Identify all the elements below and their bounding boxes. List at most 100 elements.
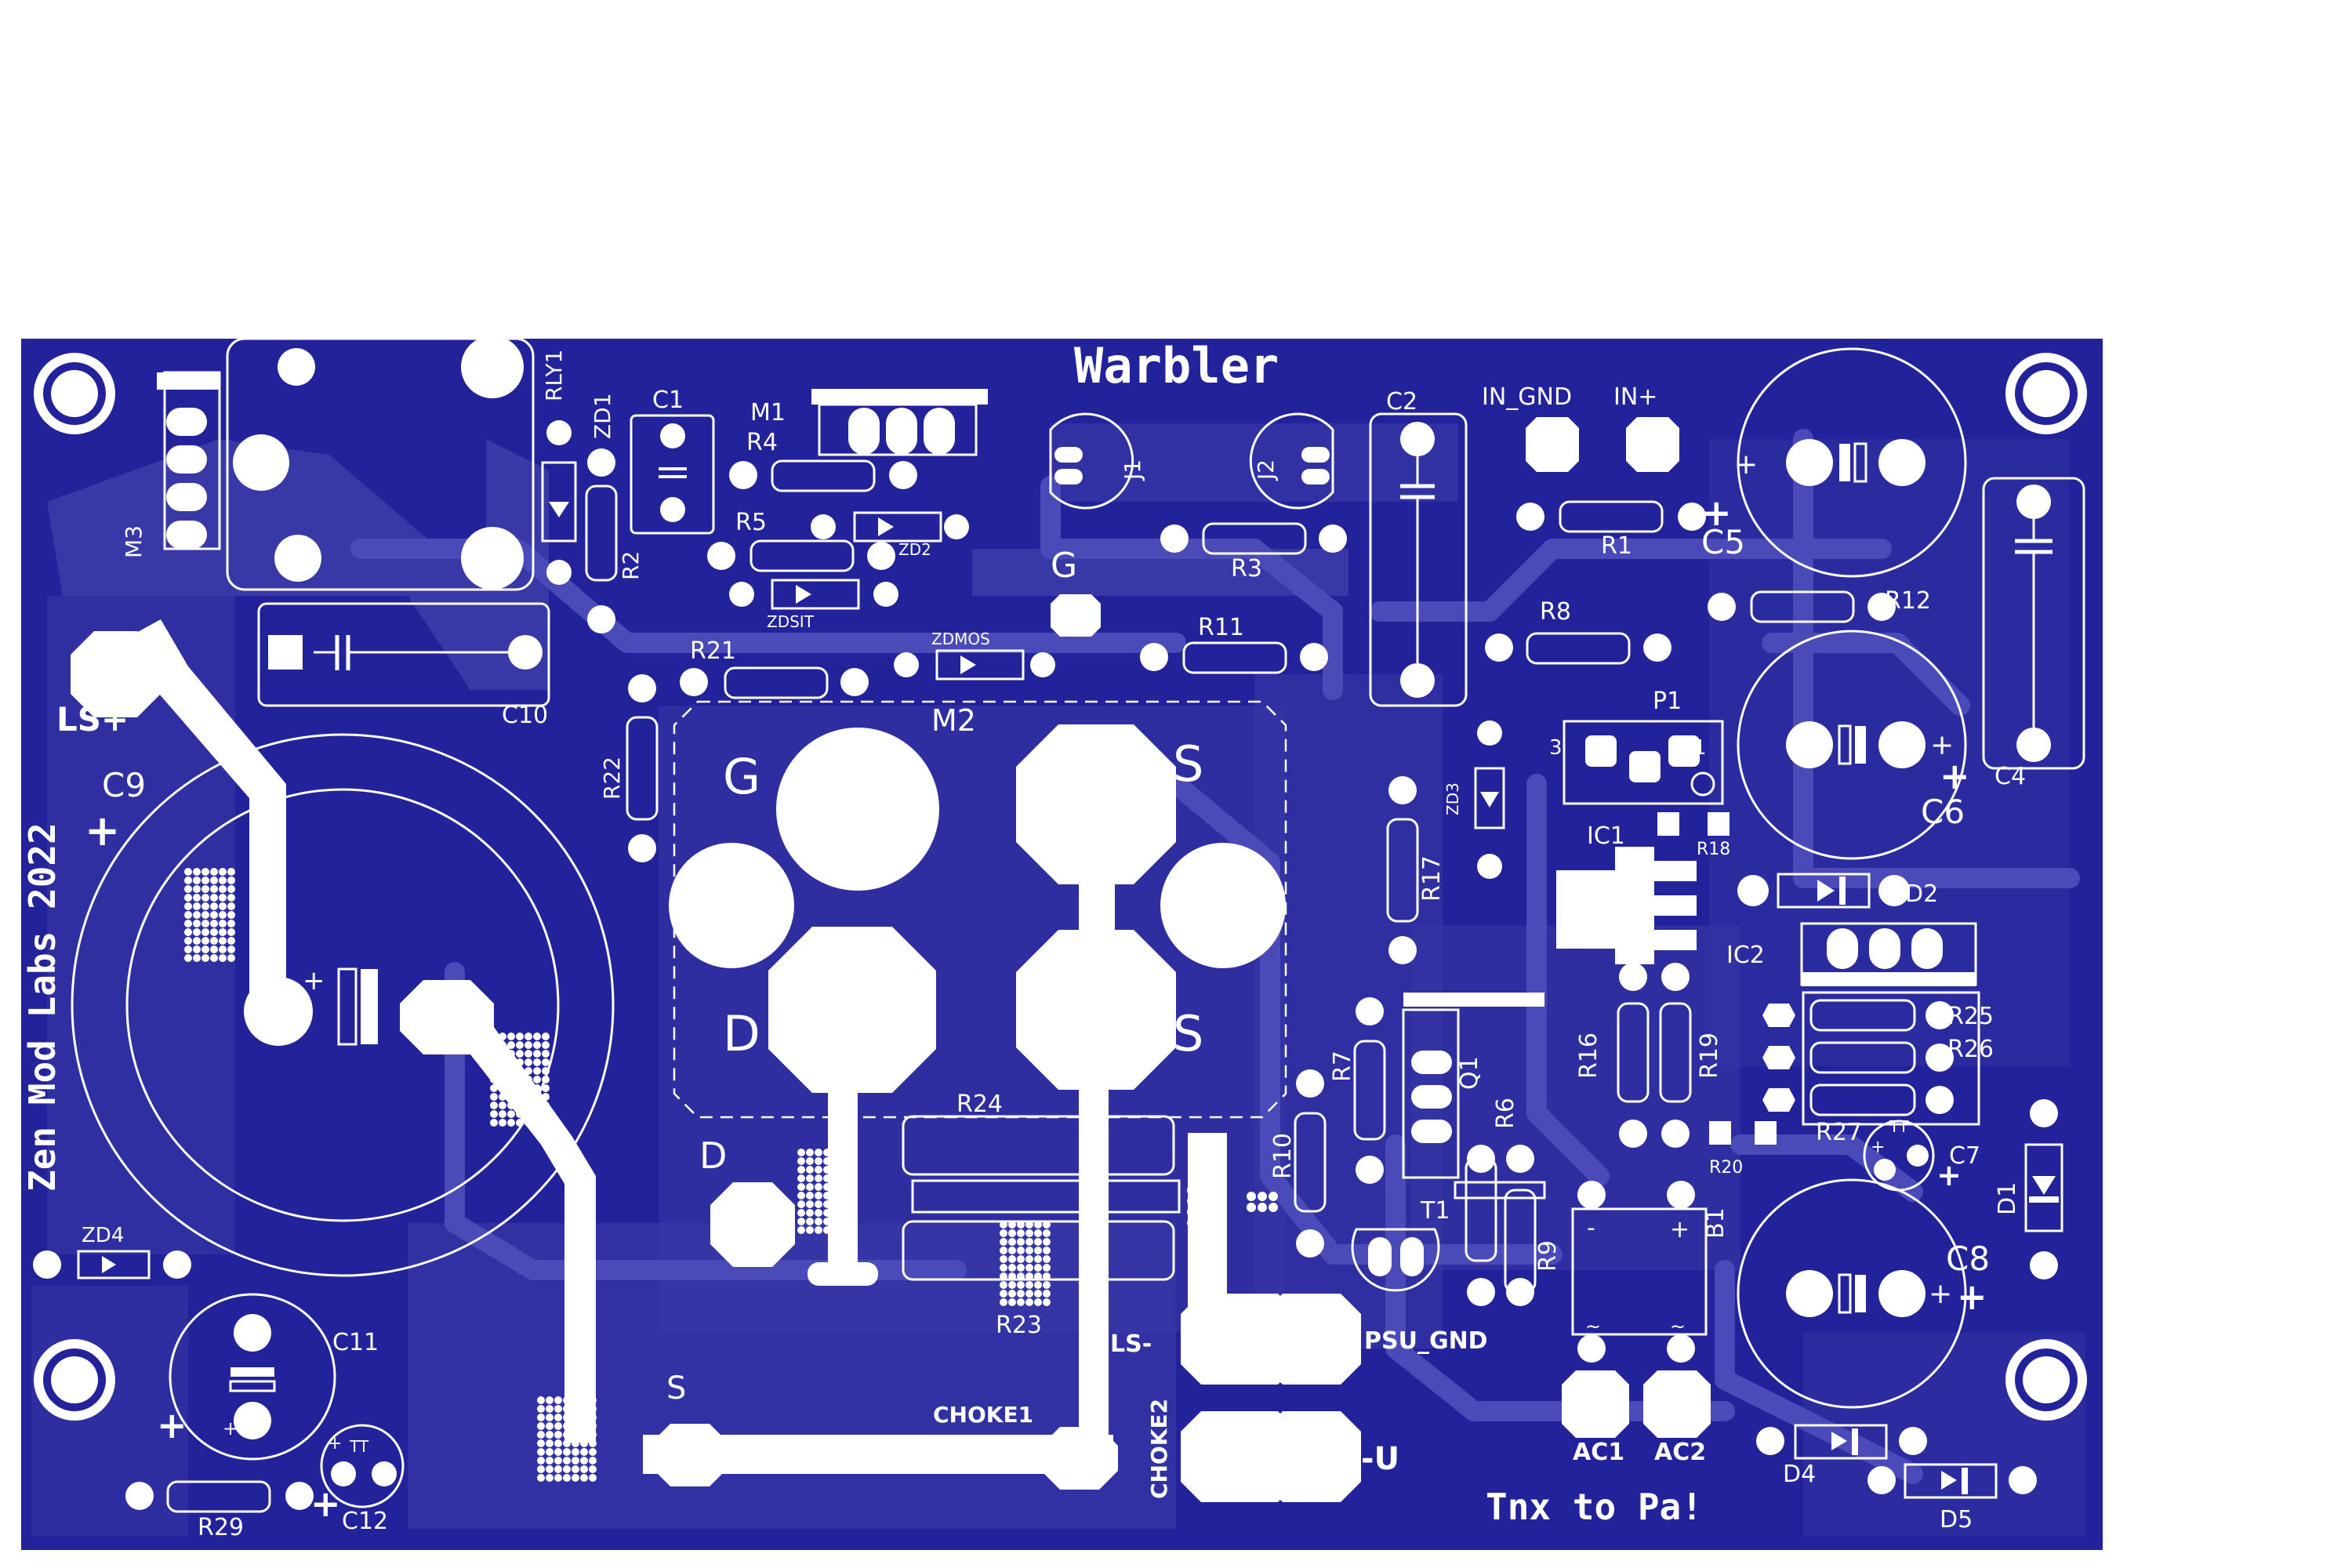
via	[797, 1192, 805, 1200]
via	[1000, 1229, 1007, 1237]
via	[1269, 1192, 1278, 1201]
r25-r26-r27-resistors	[1762, 991, 1980, 1126]
via	[542, 1041, 550, 1049]
label-q1: Q1	[1456, 1056, 1483, 1090]
label-c7: C7	[1949, 1142, 1980, 1170]
ls-minus-psu-gnd-pads	[1181, 1133, 1361, 1502]
via	[507, 1050, 515, 1058]
board-thanks: Tnx to Pa!	[1486, 1486, 1703, 1528]
via	[1043, 1272, 1051, 1280]
label-r11: R11	[1198, 614, 1244, 641]
via	[542, 1084, 550, 1092]
via	[219, 920, 227, 927]
via	[193, 868, 201, 876]
via	[1000, 1264, 1007, 1272]
via	[1008, 1221, 1016, 1229]
via	[193, 954, 201, 962]
via	[572, 1439, 579, 1447]
board-credit: Zen Mod Labs 2022	[21, 822, 64, 1192]
label-r6: R6	[1492, 1098, 1519, 1129]
via	[201, 894, 209, 902]
via	[499, 1093, 506, 1101]
via	[184, 868, 192, 876]
via	[1025, 1281, 1033, 1289]
label-t1: T1	[1420, 1197, 1450, 1225]
via	[840, 1174, 848, 1182]
d1-diode	[2024, 1099, 2063, 1279]
p1-trimmer	[1563, 720, 1724, 805]
r4-resistor	[729, 459, 917, 492]
via	[210, 877, 218, 884]
mounting-hole	[2023, 1356, 2070, 1403]
label-choke2: CHOKE2	[1146, 1399, 1172, 1499]
via	[589, 1448, 597, 1456]
label-rly1: RLY1	[541, 350, 567, 401]
via	[542, 1033, 550, 1040]
via	[227, 954, 235, 962]
board-title: Warbler	[1074, 337, 1279, 394]
via	[572, 1405, 579, 1413]
via	[797, 1183, 805, 1191]
r29-resistor	[125, 1480, 314, 1513]
via	[533, 1119, 541, 1127]
d5-diode	[1867, 1463, 2037, 1499]
via	[1043, 1264, 1051, 1272]
via	[1008, 1238, 1016, 1246]
b1-plus: +	[1670, 1216, 1690, 1243]
ls-plus-trace	[71, 619, 596, 1443]
via	[507, 1041, 515, 1049]
via	[184, 937, 192, 945]
via	[589, 1405, 597, 1413]
r3-resistor	[1160, 522, 1347, 555]
via	[589, 1474, 597, 1482]
via	[490, 1033, 498, 1040]
via	[1000, 1281, 1007, 1289]
via	[201, 954, 209, 962]
via	[542, 1093, 550, 1101]
label-j2: J2	[1253, 459, 1279, 481]
via	[201, 885, 209, 893]
label-m1: M1	[750, 399, 786, 426]
r22-resistor	[626, 674, 659, 862]
via	[193, 911, 201, 919]
r11-resistor	[1140, 641, 1328, 674]
j1-jumper	[1049, 412, 1134, 510]
via	[524, 1102, 532, 1109]
via	[840, 1200, 848, 1208]
via	[797, 1166, 805, 1174]
via	[797, 1218, 805, 1225]
via	[563, 1405, 571, 1413]
label-r23: R23	[996, 1312, 1042, 1339]
r24-resistor	[902, 1115, 1175, 1176]
via	[524, 1076, 532, 1083]
b1-ac-right: ~	[1670, 1316, 1686, 1338]
via	[184, 902, 192, 910]
via	[806, 1218, 814, 1225]
via	[507, 1084, 515, 1092]
via	[193, 920, 201, 927]
via	[490, 1076, 498, 1083]
via	[507, 1076, 515, 1083]
r23-r24-outline	[911, 1179, 1181, 1214]
label-r9: R9	[1534, 1240, 1562, 1272]
via	[1025, 1290, 1033, 1298]
m3-connector	[157, 371, 221, 550]
j2-jumper	[1249, 412, 1334, 510]
via	[533, 1110, 541, 1118]
via	[1000, 1247, 1007, 1254]
label-c9: C9	[102, 766, 146, 804]
via	[210, 928, 218, 936]
via	[806, 1183, 814, 1191]
label-c4: C4	[1994, 763, 2026, 790]
via	[580, 1431, 588, 1439]
via	[546, 1457, 554, 1465]
via	[815, 1149, 822, 1156]
via	[563, 1474, 571, 1482]
via	[1043, 1247, 1051, 1254]
via	[1034, 1281, 1042, 1289]
label-zd4: ZD4	[82, 1224, 124, 1247]
via	[572, 1474, 579, 1482]
d-test-pad	[710, 1182, 795, 1267]
via	[815, 1209, 822, 1217]
